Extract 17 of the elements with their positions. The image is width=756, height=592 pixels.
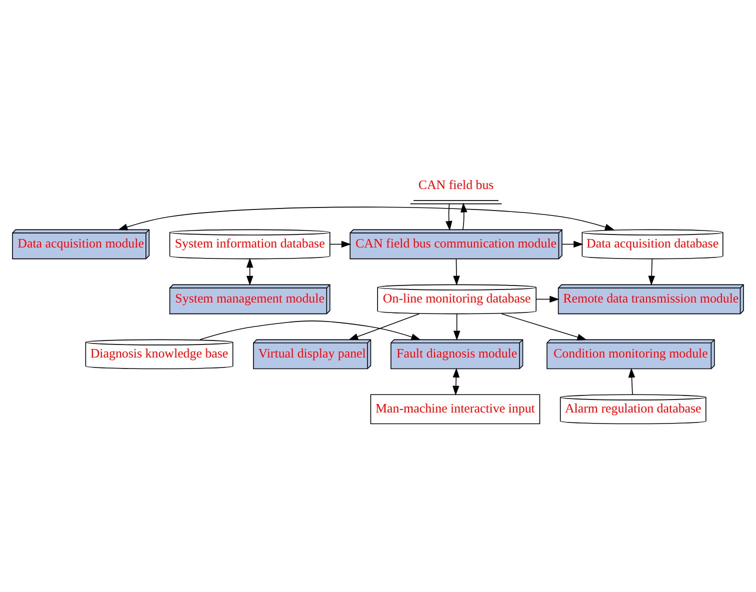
arrow — [562, 240, 584, 248]
arrow — [330, 240, 352, 248]
arrow — [648, 258, 655, 286]
arrow — [446, 203, 452, 231]
arrow — [348, 314, 420, 340]
arrow — [246, 258, 254, 286]
arrow — [118, 206, 615, 230]
arrow — [452, 368, 460, 396]
arrow — [501, 313, 587, 340]
node-text: CAN field bus — [418, 177, 494, 192]
arrow — [460, 202, 468, 230]
arrow — [453, 258, 460, 286]
arrow — [200, 320, 421, 340]
node-box: Man-machine interactive input — [370, 394, 540, 424]
arrow — [536, 296, 560, 303]
arrow — [453, 314, 460, 341]
arrow — [628, 368, 636, 395]
